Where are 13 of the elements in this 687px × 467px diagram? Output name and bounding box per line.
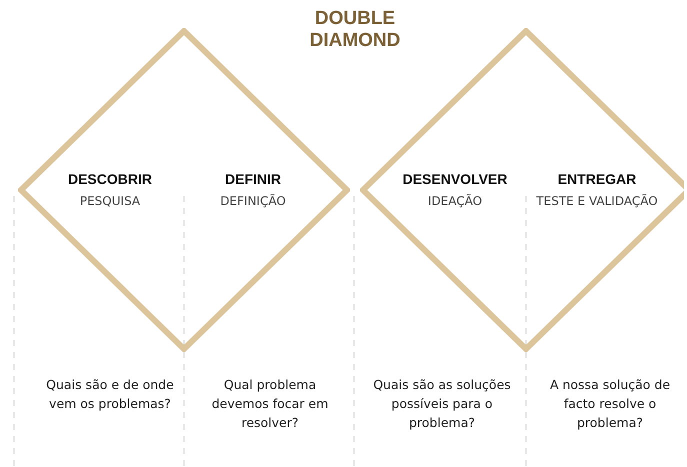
phase-title: DESCOBRIR (66, 170, 153, 188)
phase-subtitle: DEFINIÇÃO (219, 193, 287, 210)
phase-title: ENTREGAR (556, 170, 638, 188)
question-text: Qual problema devemos focar em resolver? (210, 376, 330, 432)
phase-subtitle: TESTE E VALIDAÇÃO (535, 193, 659, 210)
phase-title: DEFINIR (224, 170, 282, 188)
title: DOUBLE DIAMOND (308, 8, 402, 52)
question-text: A nossa solução de facto resolve o problema? (548, 376, 672, 432)
phase-title: DESENVOLVER (402, 170, 508, 188)
question-text: Quais são as soluções possíveis para o problema? (372, 376, 512, 432)
question-text: Quais são e de onde vem os problemas? (45, 376, 175, 413)
phase-subtitle: IDEAÇÃO (426, 193, 484, 210)
phase-subtitle: PESQUISA (78, 193, 142, 210)
